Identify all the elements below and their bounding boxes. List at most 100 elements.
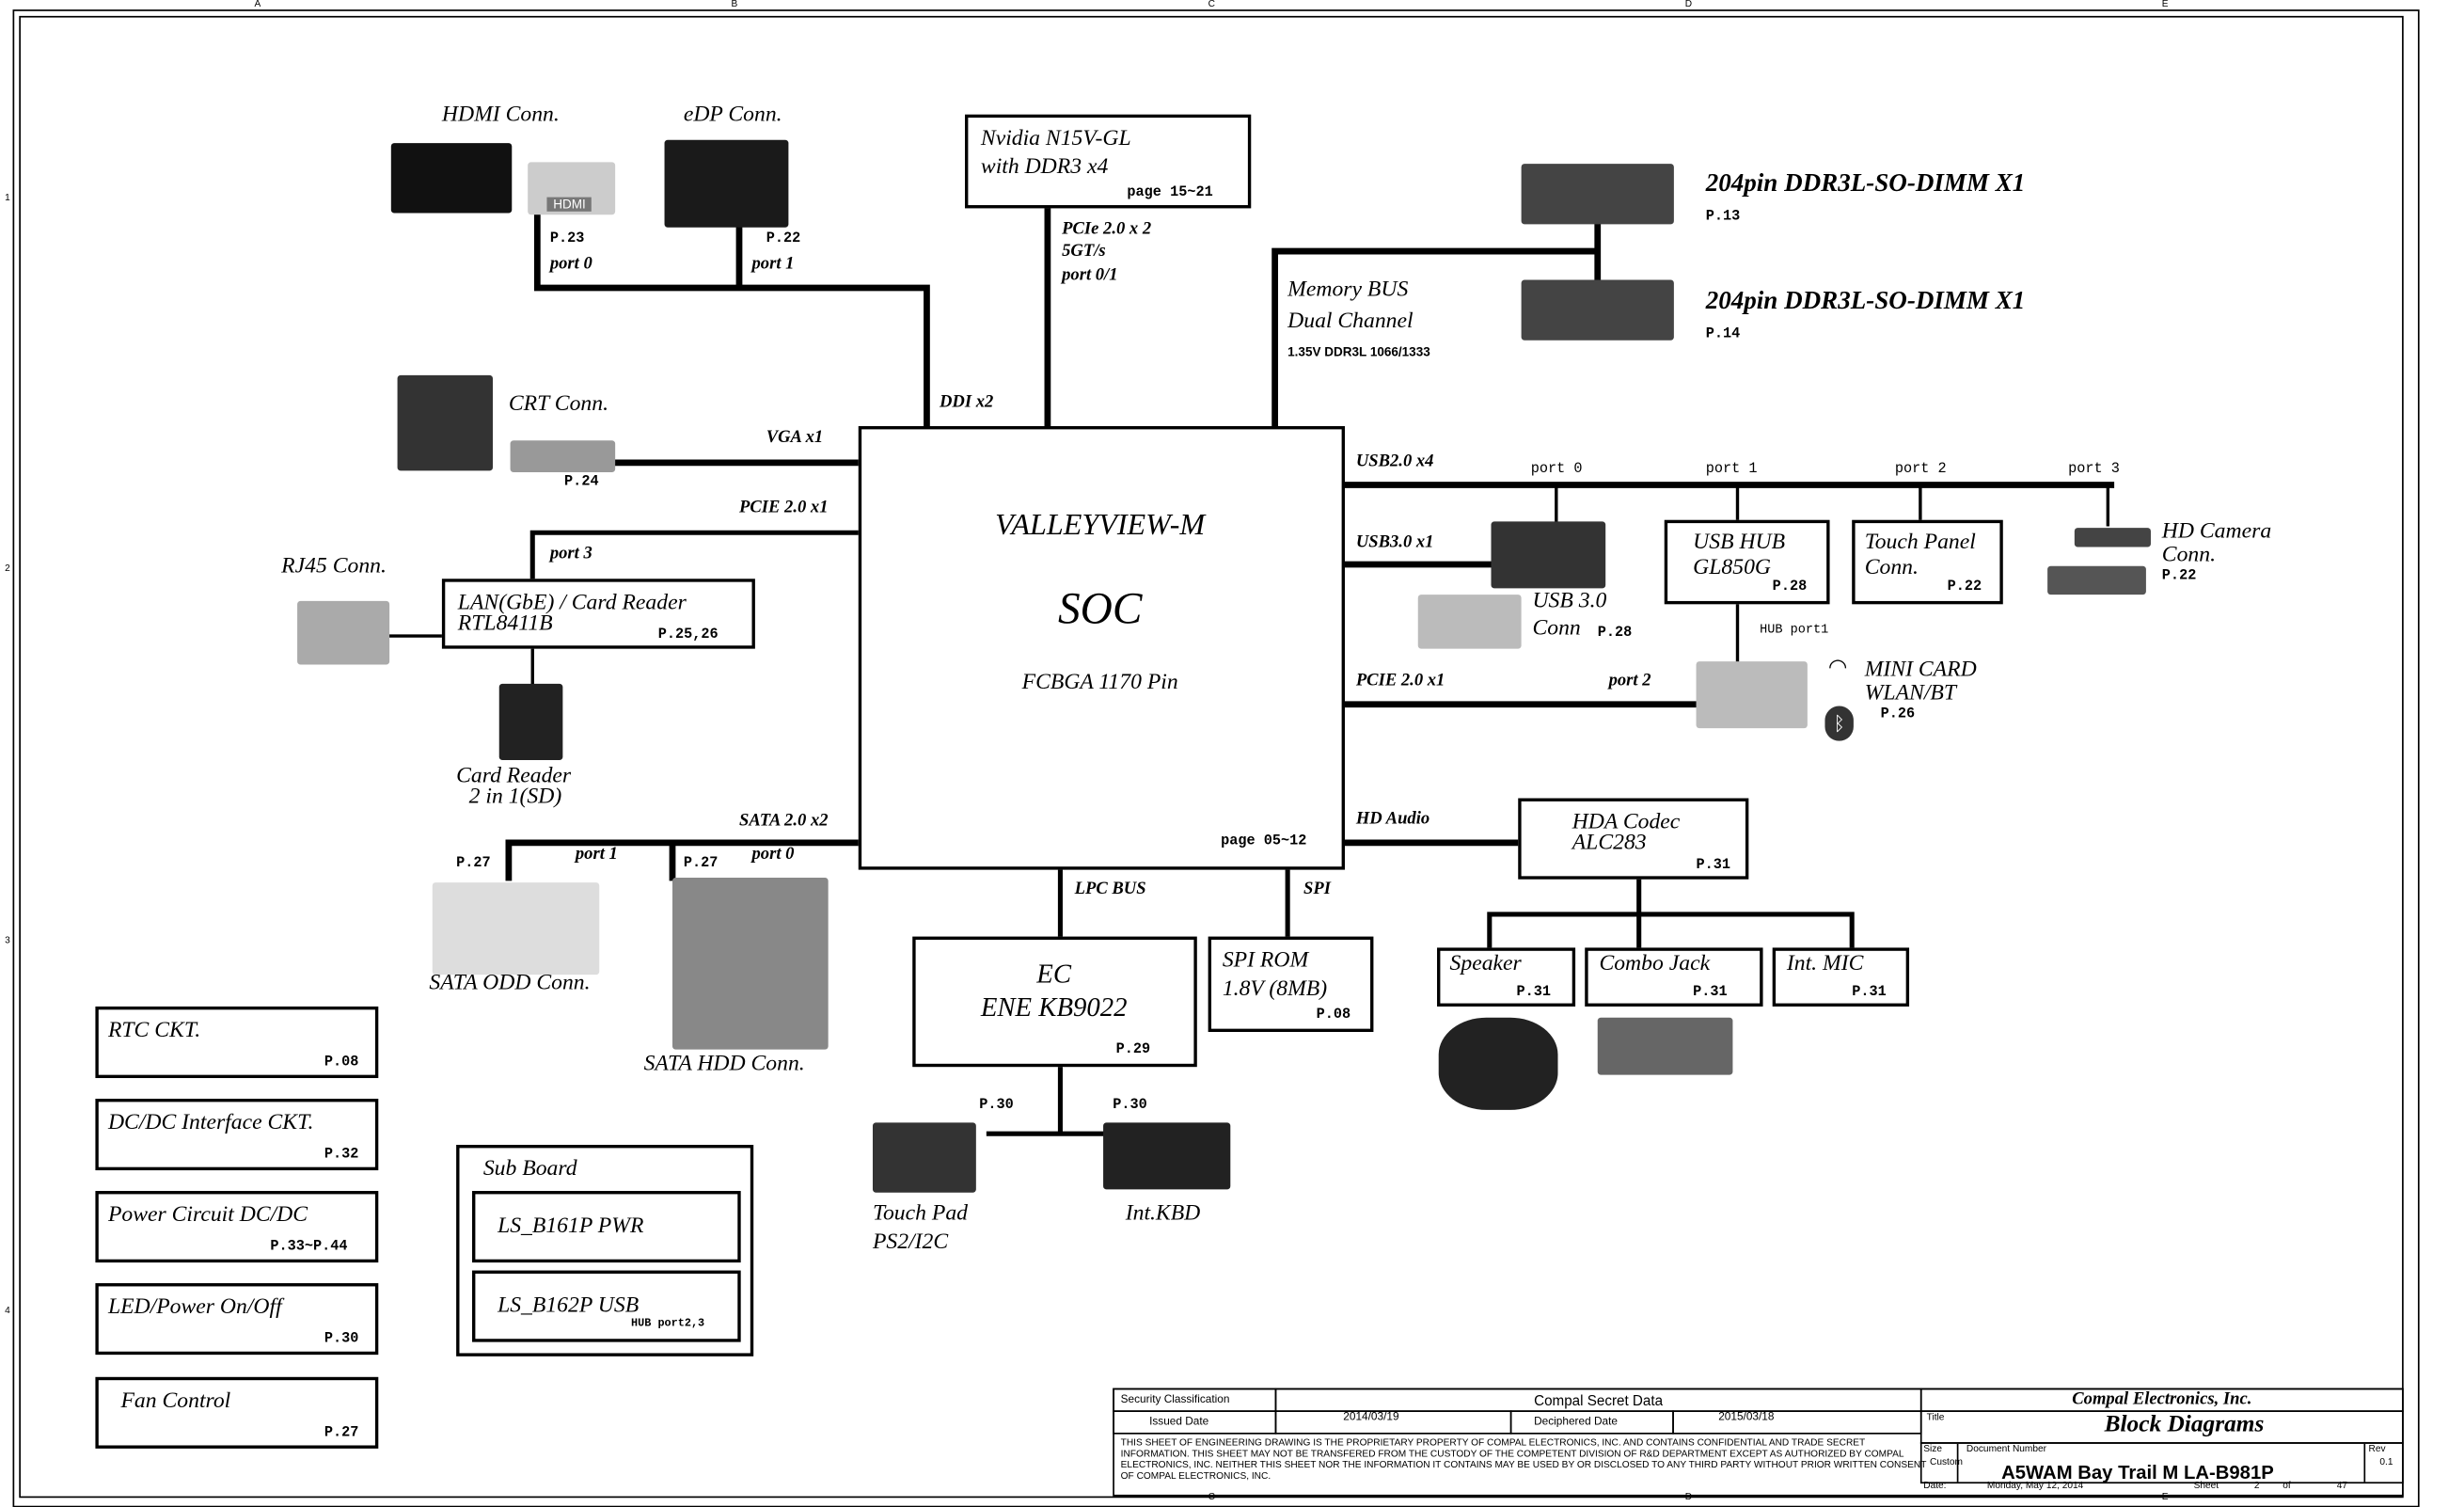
sec-label-cell: Security Classification	[1113, 1388, 1277, 1412]
spi-rom-page: P.08	[1316, 1006, 1351, 1023]
rtc-page: P.08	[324, 1054, 359, 1071]
company-cell: Compal Electronics, Inc.	[1919, 1388, 2404, 1412]
sata-bus: SATA 2.0 x2	[738, 811, 829, 831]
lan-name: LAN(GbE) / Card Reader	[457, 591, 687, 616]
inner-frame	[19, 15, 2404, 1499]
spi-rom-name: SPI ROM	[1222, 949, 1309, 974]
odd-label: SATA ODD Conn.	[429, 971, 591, 996]
docnum-label: Document Number	[1966, 1445, 2047, 1455]
touch-panel-conn: Conn.	[1864, 556, 1919, 580]
soc-package: FCBGA 1170 Pin	[1021, 671, 1178, 695]
superspeed-usb-logo	[1417, 595, 1522, 649]
issued-label: Issued Date	[1149, 1417, 1209, 1428]
int-mic-label: Int. MIC	[1786, 952, 1864, 976]
combo-jack-page: P.31	[1693, 984, 1728, 1001]
panel-image	[664, 139, 789, 228]
hdmi-label: HDMI Conn.	[441, 103, 560, 128]
col-label: C	[1208, 0, 1215, 10]
bluetooth-icon: ᛒ	[1824, 706, 1854, 741]
gpu-bus: PCIe 2.0 x 2	[1062, 219, 1152, 239]
usb-port: port 2	[1894, 461, 1947, 478]
lan-bus: PCIE 2.0 x1	[738, 498, 829, 517]
power-page: P.33~P.44	[270, 1238, 348, 1255]
gpu-box: Nvidia N15V-GL with DDR3 x4 page 15~21	[965, 114, 1252, 209]
rtc-box: RTC CKT.P.08	[95, 1006, 379, 1079]
gpu-name: Nvidia N15V-GL	[980, 127, 1131, 151]
dcdc-interface-box: DC/DC Interface CKT.P.32	[95, 1098, 379, 1171]
wlan-port: port 2	[1608, 671, 1651, 690]
lan-page: P.25,26	[657, 626, 719, 642]
lan-side-lines	[387, 634, 534, 686]
rev-value: 0.1	[2379, 1458, 2393, 1468]
pcie-lan-line	[529, 530, 861, 581]
hda-name: HDA Codec	[1572, 811, 1681, 835]
power-label: Power Circuit DC/DC	[107, 1203, 308, 1228]
divider	[1956, 1443, 1959, 1483]
sheet-total: 47	[2336, 1482, 2348, 1492]
ec-box: EC ENE KB9022 P.29	[912, 936, 1197, 1068]
usb3-bus: USB3.0 x1	[1355, 532, 1434, 552]
hdd-page: P.27	[683, 855, 719, 872]
odd-page: P.27	[456, 855, 491, 872]
speaker-page: P.31	[1516, 984, 1552, 1001]
ddi-bus	[533, 213, 930, 433]
edp-page: P.22	[766, 230, 801, 246]
deciph-label-cell: Deciphered Date	[1509, 1410, 1674, 1435]
touchpad-label: Touch Pad	[872, 1201, 969, 1227]
fan-label: Fan Control	[120, 1389, 231, 1414]
col-label: C	[1208, 1493, 1215, 1503]
camera-page: P.22	[2161, 567, 2197, 584]
memory-spec: 1.35V DDR3L 1066/1333	[1287, 344, 1430, 360]
touchpad-page: P.30	[979, 1097, 1014, 1114]
sub-board-title: Sub Board	[482, 1157, 577, 1182]
int-mic-box: Int. MIC P.31	[1772, 947, 1910, 1007]
lpc-spi-lines	[1057, 865, 1290, 941]
wifi-icon: ◠	[1827, 657, 1848, 681]
vga-label: VGA x1	[766, 427, 824, 447]
speaker-box: Speaker P.31	[1437, 947, 1576, 1007]
ec-kbd-lines	[986, 1062, 1119, 1136]
card-reader-type: 2 in 1(SD)	[468, 785, 562, 810]
spi-label: SPI	[1303, 879, 1331, 899]
wlan-bt-label: WLAN/BT	[1864, 682, 1957, 706]
odd-image	[432, 882, 600, 976]
led-label: LED/Power On/Off	[107, 1295, 282, 1320]
memory-channel-label: Dual Channel	[1287, 309, 1414, 334]
wlan-page: P.26	[1880, 706, 1916, 722]
crt-monitor-image	[397, 374, 493, 471]
usb-board-note: HUB port2,3	[631, 1318, 705, 1331]
crt-label: CRT Conn.	[508, 392, 608, 417]
int-mic-page: P.31	[1852, 984, 1887, 1001]
usb-port: port 3	[2068, 461, 2120, 478]
sec-value-cell: Compal Secret Data	[1274, 1388, 1922, 1412]
dimm-page: P.14	[1705, 325, 1741, 342]
hda-bus: HD Audio	[1355, 809, 1430, 829]
deciph-label: Deciphered Date	[1534, 1417, 1618, 1428]
soc-page: page 05~12	[1221, 833, 1307, 849]
row-label: 4	[5, 1307, 10, 1317]
hdd-image	[671, 878, 829, 1050]
touchpad-interface: PS2/I2C	[872, 1230, 949, 1255]
gpu-speed: 5GT/s	[1062, 241, 1106, 262]
usb-port: port 1	[1705, 461, 1758, 478]
usb3-label: USB 3.0	[1532, 590, 1607, 614]
col-label: B	[731, 0, 738, 10]
spi-rom-box: SPI ROM 1.8V (8MB) P.08	[1208, 936, 1374, 1033]
usb3-page: P.28	[1597, 625, 1633, 642]
soc-name: VALLEYVIEW-M	[995, 508, 1206, 543]
soc-box: VALLEYVIEW-M SOC FCBGA 1170 Pin page 05~…	[858, 426, 1345, 870]
speaker-image	[1438, 1017, 1558, 1110]
issued-label-cell: Issued Date	[1113, 1410, 1277, 1435]
lan-box: LAN(GbE) / Card Reader RTL8411B P.25,26	[441, 579, 755, 649]
keyboard-page: P.30	[1113, 1097, 1147, 1114]
pwr-board-label: LS_B161P PWR	[498, 1214, 644, 1239]
hdmi-logo: HDMI	[546, 197, 592, 212]
edp-label: eDP Conn.	[683, 103, 782, 128]
size-label: Size	[1923, 1445, 1942, 1455]
hda-page: P.31	[1696, 857, 1731, 873]
